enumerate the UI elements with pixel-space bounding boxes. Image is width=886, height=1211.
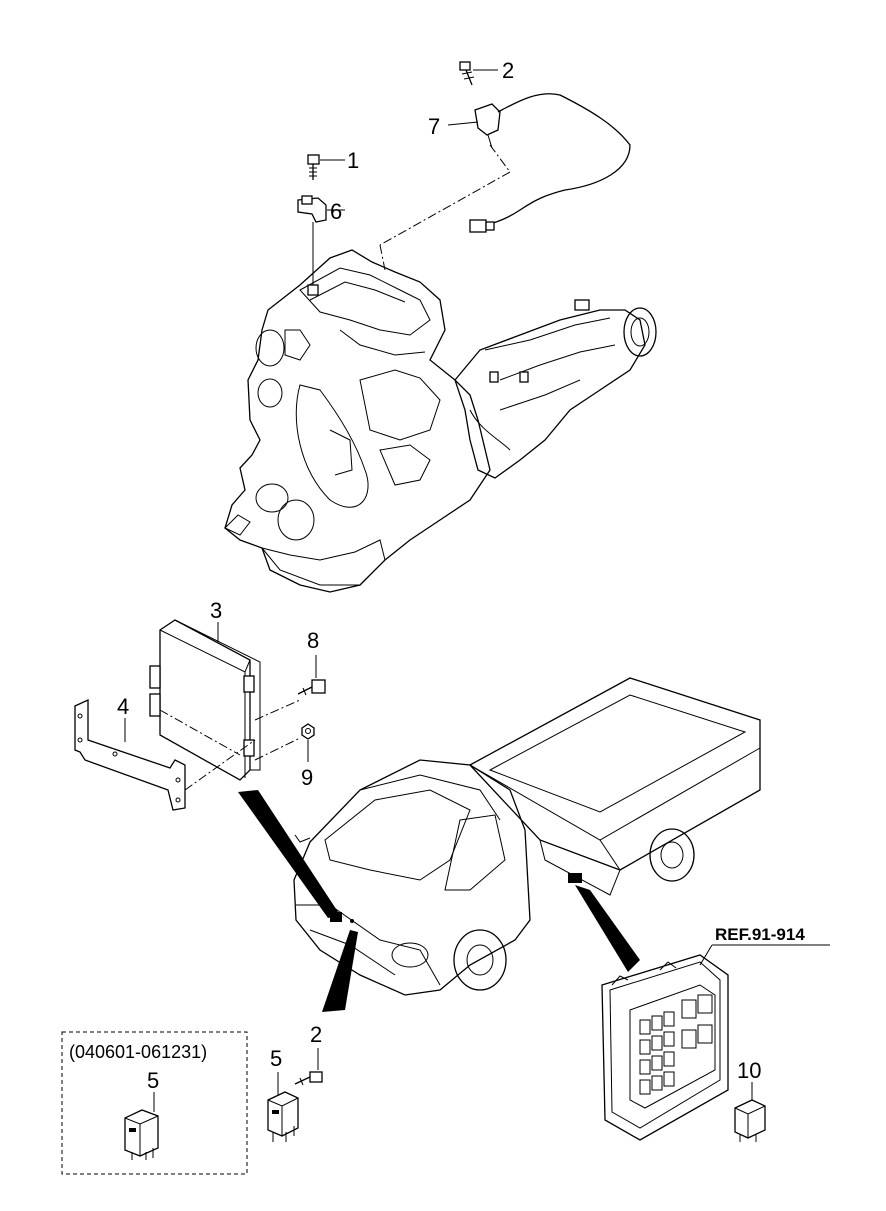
engine-assembly <box>224 228 657 593</box>
relay-5-inset-icon <box>124 1109 159 1160</box>
callout-8: 8 <box>307 628 319 653</box>
fuse-array <box>639 994 713 1095</box>
bolt-2-icon <box>459 61 475 86</box>
inset-date-range: (040601-061231) <box>69 1042 207 1062</box>
speed-sensor-7-icon <box>379 93 631 271</box>
reference-label[interactable]: REF.91-914 <box>715 925 805 944</box>
camshaft-sensor-6-icon <box>297 195 327 230</box>
callout-4: 4 <box>117 694 129 719</box>
bolt-2-bottom-icon <box>294 1071 323 1086</box>
ecu-bracket-4-icon <box>74 698 186 811</box>
callout-3: 3 <box>210 598 222 623</box>
truck-illustration <box>238 677 761 1012</box>
relay-5-icon <box>267 1091 299 1142</box>
callout-1: 1 <box>347 148 359 173</box>
bolt-8-icon <box>297 679 326 696</box>
callout-10: 10 <box>737 1058 761 1083</box>
callout-2-top: 2 <box>502 58 514 83</box>
relay-10-icon <box>734 1099 766 1142</box>
callout-9: 9 <box>301 765 313 790</box>
ecu-module-3-icon <box>149 619 261 781</box>
callout-6: 6 <box>330 199 342 224</box>
sensor-group-top <box>297 61 631 271</box>
ecu-assembly <box>74 619 326 811</box>
callout-5-inset: 5 <box>147 1068 159 1093</box>
bolt-1-icon <box>307 154 320 180</box>
callout-7: 7 <box>428 114 440 139</box>
callout-2-bottom: 2 <box>310 1022 322 1047</box>
nut-9-icon <box>301 723 315 740</box>
junction-box-icon <box>601 954 729 1141</box>
inset-panel <box>61 1031 248 1175</box>
callout-5-relay: 5 <box>270 1046 282 1071</box>
